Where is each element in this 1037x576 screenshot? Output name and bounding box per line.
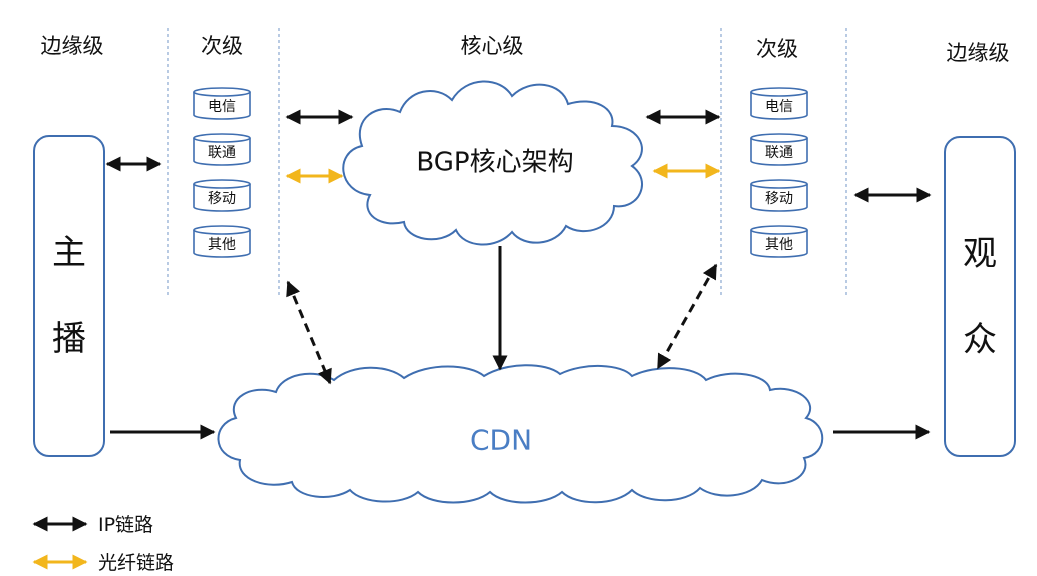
legend-ip-arrow-icon (32, 516, 88, 531)
isp-cylinder: 其他 (193, 225, 251, 258)
header-core: 核心级 (460, 34, 524, 58)
isp-label: 联通 (208, 145, 236, 161)
dashed-link-left (286, 280, 332, 385)
audience-char-1: 观 (963, 233, 997, 274)
legend-fiber-label: 光纤链路 (98, 552, 175, 574)
dashed-link-right (656, 263, 718, 370)
bgp-cloud-label: BGP核心架构 (416, 147, 574, 178)
isp-label: 联通 (765, 145, 793, 161)
isp-stack-left: 电信 联通 移动 其他 (193, 87, 251, 271)
isp-label: 电信 (765, 99, 793, 115)
isp-cylinder: 联通 (750, 133, 808, 166)
audience-char-2: 众 (963, 319, 997, 360)
audience-box: 观 众 (944, 136, 1016, 457)
streamer-box: 主 播 (33, 135, 105, 457)
streamer-char-2: 播 (52, 319, 86, 359)
cdn-cloud (217, 364, 824, 504)
legend-fiber-link: 光纤链路 (30, 548, 174, 575)
isp-label: 其他 (765, 237, 793, 253)
legend-fiber-arrow-icon (32, 554, 88, 569)
isp-cylinder: 联通 (193, 133, 251, 166)
isp-cylinder: 电信 (750, 87, 808, 120)
isp-cylinder: 电信 (193, 87, 251, 120)
legend-ip-link: IP链路 (30, 510, 153, 537)
isp-stack-right: 电信 联通 移动 其他 (750, 87, 808, 271)
streamer-char-1: 主 (52, 233, 86, 273)
bgp-cloud (342, 80, 643, 246)
legend-ip-label: IP链路 (98, 514, 154, 536)
isp-label: 其他 (208, 237, 236, 253)
cdn-cloud-label: CDN (469, 423, 533, 457)
isp-cylinder: 其他 (750, 225, 808, 258)
isp-label: 移动 (765, 191, 793, 207)
header-secondary-left: 次级 (201, 34, 243, 58)
header-edge-left: 边缘级 (40, 34, 104, 58)
isp-label: 电信 (208, 99, 236, 115)
header-secondary-right: 次级 (756, 37, 798, 61)
isp-label: 移动 (208, 191, 236, 207)
isp-cylinder: 移动 (750, 179, 808, 212)
isp-cylinder: 移动 (193, 179, 251, 212)
header-edge-right: 边缘级 (946, 41, 1010, 65)
